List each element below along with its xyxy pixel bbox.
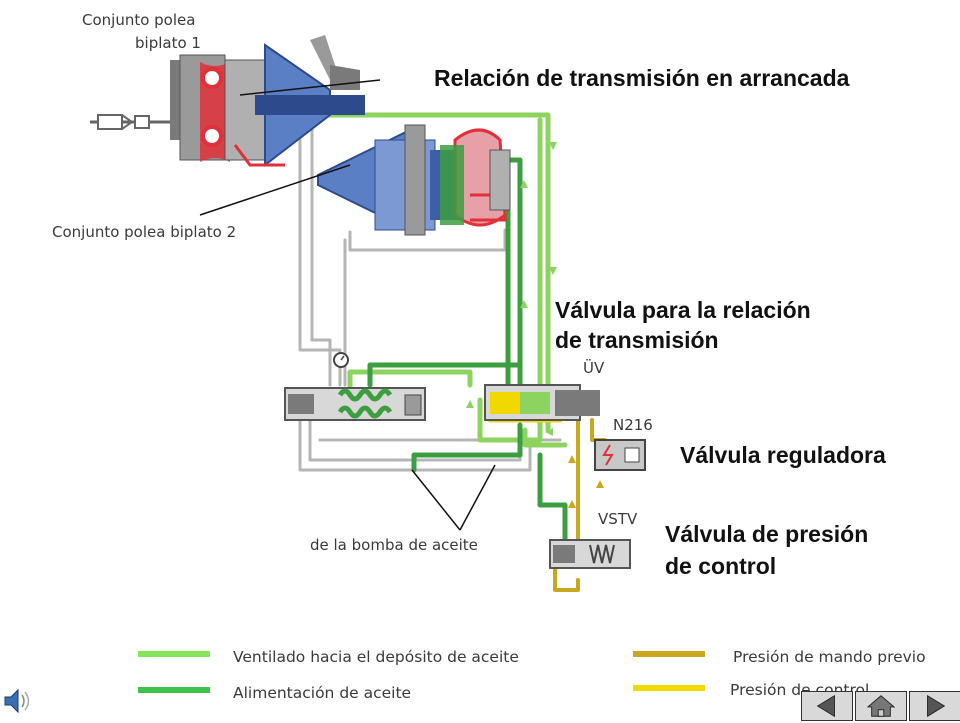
flow-arrows — [466, 142, 557, 436]
legend-label: Ventilado hacia el depósito de aceite — [233, 648, 519, 666]
legend-item-vent: Ventilado hacia el depósito de aceite — [138, 648, 519, 666]
legend-label: Presión de mando previo — [733, 648, 926, 666]
label-ratio-valve-line2: de transmisión — [555, 327, 719, 353]
speaker-icon[interactable] — [2, 684, 36, 718]
labels: Conjunto polea biplato 1 Conjunto polea … — [52, 11, 886, 579]
label-pulley-set-1-line2: biplato 1 — [135, 34, 201, 52]
leader-lines — [199, 79, 496, 531]
legend-item-supply: Alimentación de aceite — [138, 684, 411, 702]
pilot-arrows — [568, 455, 604, 508]
label-pulley-set-2: Conjunto polea biplato 2 — [52, 223, 236, 241]
pulley-set-2 — [317, 124, 511, 236]
label-control-pressure-valve-line1: Válvula de presión — [665, 521, 868, 547]
label-control-pressure-valve-line2: de control — [665, 553, 776, 579]
home-icon — [866, 695, 896, 717]
legend-item-pilot-pressure: Presión de mando previo — [633, 648, 926, 666]
label-regulator-valve: Válvula reguladora — [680, 442, 886, 468]
label-pulley-set-1-line1: Conjunto polea — [82, 11, 195, 29]
n216-regulator — [594, 439, 646, 471]
next-slide-button[interactable] — [909, 691, 960, 721]
prev-slide-button[interactable] — [801, 691, 853, 721]
label-oil-pump: de la bomba de aceite — [310, 536, 478, 554]
label-start-ratio: Relación de transmisión en arrancada — [434, 65, 850, 91]
label-n216: N216 — [613, 416, 653, 434]
pulley-set-1 — [90, 35, 365, 168]
label-vstv: VSTV — [598, 510, 638, 528]
home-button[interactable] — [855, 691, 907, 721]
gauge-icon — [333, 352, 349, 368]
arrow-right-icon — [927, 694, 946, 718]
legend-label: Alimentación de aceite — [233, 684, 411, 702]
arrow-left-icon — [816, 694, 835, 718]
label-uv: ÜV — [583, 358, 605, 377]
vstv-valve — [549, 539, 631, 569]
legend: Ventilado hacia el depósito de aceite Al… — [138, 648, 926, 702]
label-ratio-valve-line1: Válvula para la relación — [555, 297, 811, 323]
valve-block — [284, 384, 600, 421]
